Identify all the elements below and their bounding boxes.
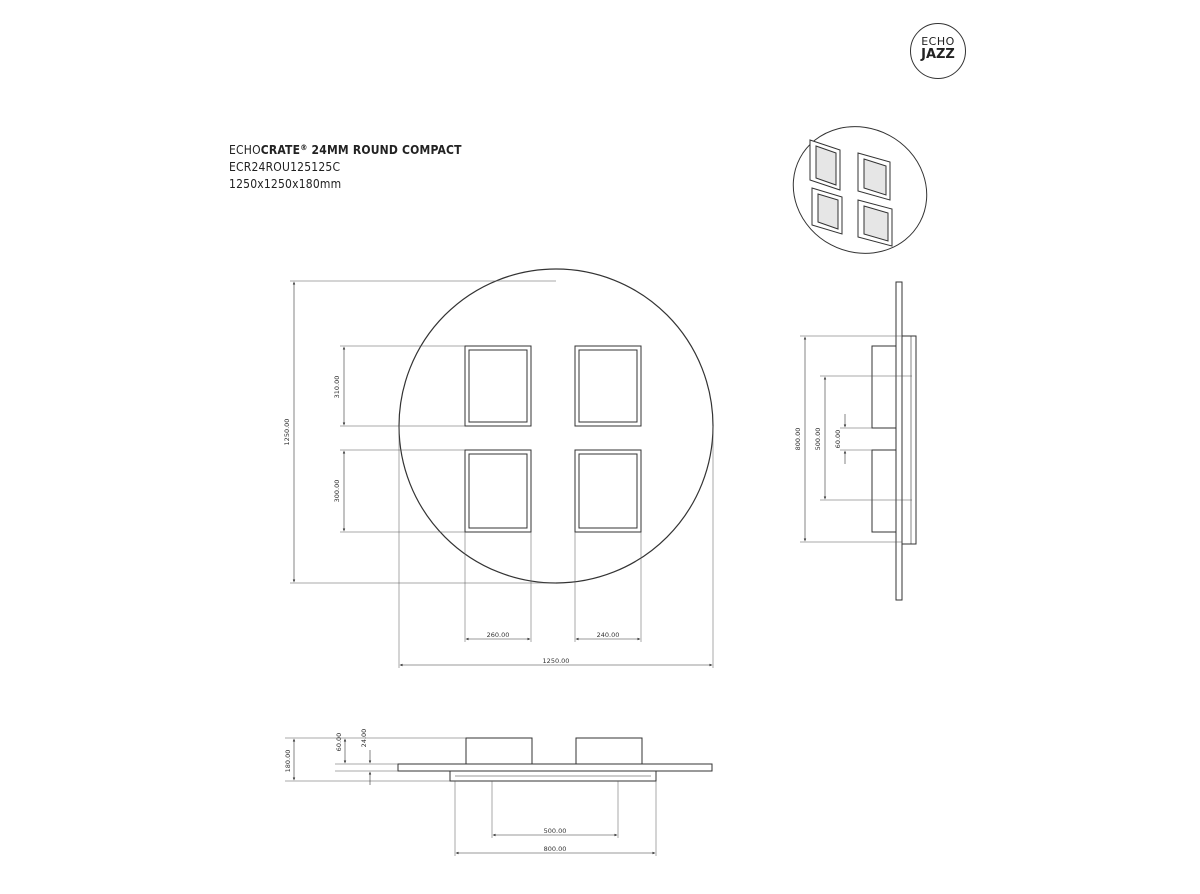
front-dimension-labels: 1250.00 310.00 300.00 260.00 240.00 1250…	[283, 376, 619, 665]
dim-crate-right: 240.00	[597, 631, 620, 639]
front-dimension-lines	[292, 281, 713, 667]
side-backplate	[901, 335, 917, 545]
dim-side-inner: 500.00	[814, 428, 822, 451]
dim-bottom-crate: 60.00	[335, 733, 343, 752]
front-extension-lines	[290, 280, 714, 668]
product-name-rest: 24MM ROUND COMPACT	[307, 143, 462, 157]
dim-front-width: 1250.00	[543, 657, 570, 665]
dim-crate-bottom: 300.00	[333, 480, 341, 503]
iso-panel-ellipse	[792, 126, 928, 254]
product-name-prefix: ECHO	[229, 143, 261, 157]
product-code: ECR24ROU125125C	[229, 160, 341, 174]
bottom-panel	[397, 763, 713, 772]
side-panel	[895, 281, 903, 601]
registered-mark: ®	[300, 143, 308, 152]
echojazz-logo: ECHO JAZZ	[910, 23, 966, 79]
iso-crate-1	[809, 139, 841, 191]
dim-side-gap: 60.00	[834, 430, 842, 449]
dim-bottom-outer: 800.00	[544, 845, 567, 853]
front-view	[290, 268, 714, 668]
dim-crate-top: 310.00	[333, 376, 341, 399]
bottom-crate-right	[575, 737, 643, 765]
iso-crate-3	[811, 187, 843, 235]
bottom-view	[285, 737, 713, 856]
product-name-main: CRATE	[260, 143, 301, 157]
product-title-block: ECHOCRATE® 24MM ROUND COMPACT ECR24ROU12…	[229, 139, 462, 193]
side-view	[800, 281, 917, 601]
dim-bottom-total: 180.00	[284, 750, 292, 773]
crate-bottom-right	[574, 449, 642, 533]
side-crate-top	[871, 345, 897, 429]
bottom-crate-left	[465, 737, 533, 765]
crate-top-right	[574, 345, 642, 427]
dim-side-overall: 800.00	[794, 428, 802, 451]
dim-front-height: 1250.00	[283, 419, 291, 446]
side-crate-bottom	[871, 449, 897, 533]
product-name: ECHOCRATE® 24MM ROUND COMPACT	[229, 139, 462, 159]
isometric-view	[792, 126, 928, 254]
crate-top-left	[464, 345, 532, 427]
dim-crate-left: 260.00	[487, 631, 510, 639]
bottom-backplate	[449, 770, 657, 782]
bottom-dimension-labels: 180.00 60.00 24.00 500.00 800.00	[284, 729, 566, 853]
product-size: 1250x1250x180mm	[229, 177, 342, 191]
dim-panel-thickness: 24.00	[360, 729, 368, 748]
iso-crate-2	[857, 152, 891, 201]
logo-line-1: ECHO	[921, 35, 955, 48]
dim-bottom-inner: 500.00	[544, 827, 567, 835]
crate-bottom-left	[464, 449, 532, 533]
side-dimension-labels: 800.00 500.00 60.00	[794, 428, 842, 451]
logo-line-2: JAZZ	[921, 47, 955, 62]
iso-crate-4	[857, 199, 893, 247]
